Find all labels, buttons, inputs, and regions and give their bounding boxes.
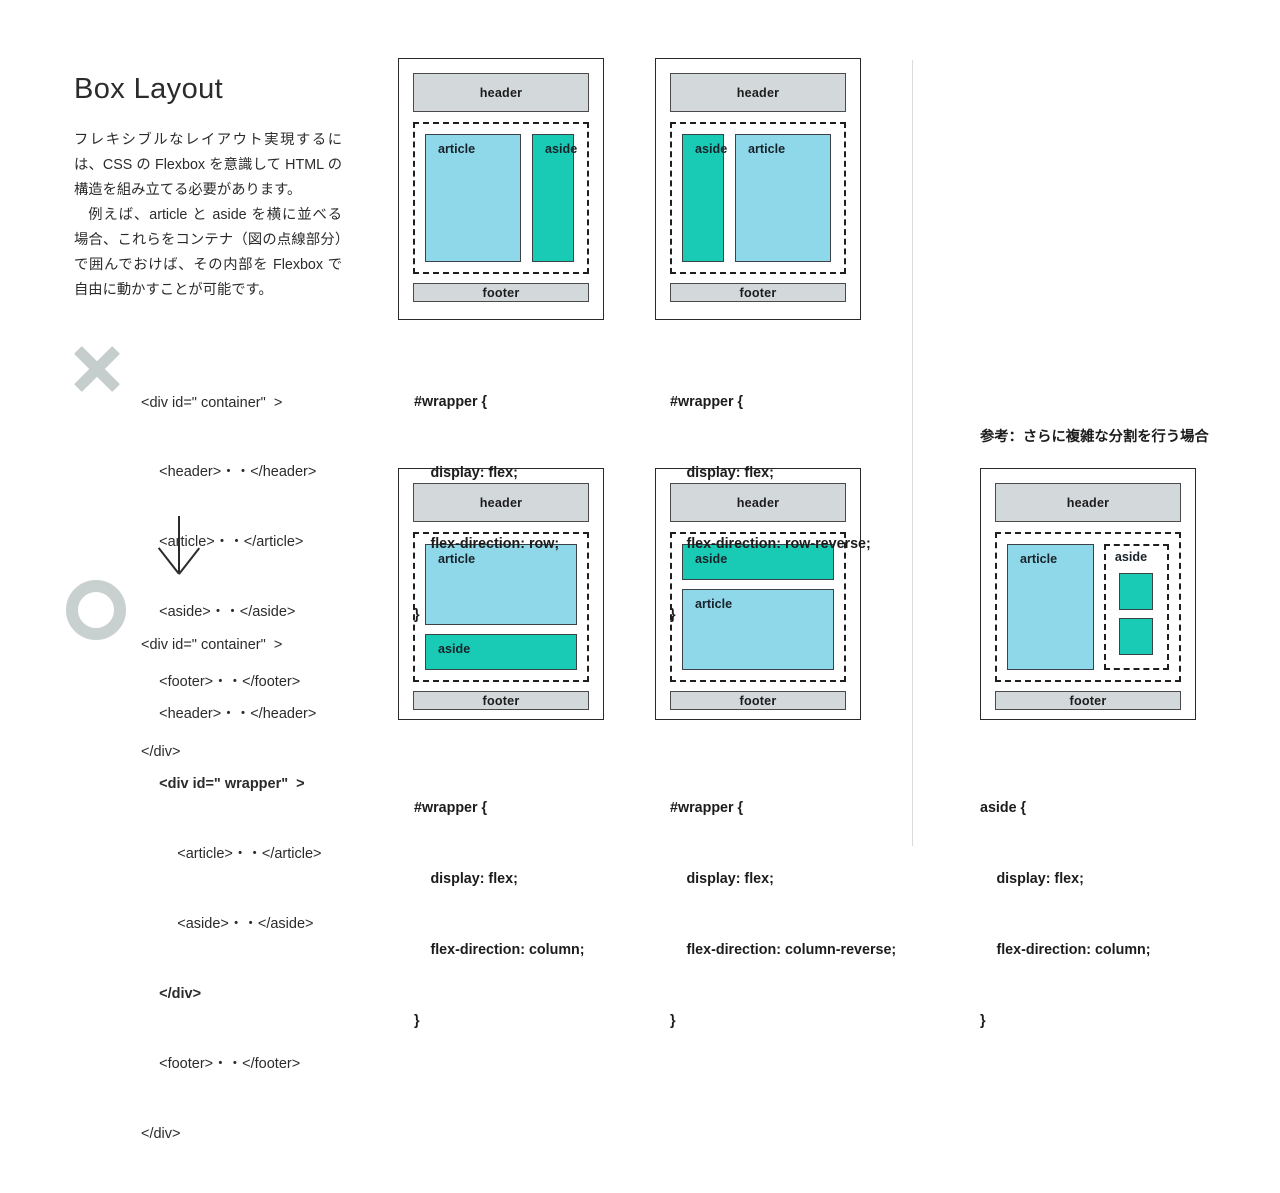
css-close-brace: }	[414, 1012, 420, 1029]
page-root: Box Layout フレキシブルなレイアウト実現するには、CSS の Flex…	[66, 58, 1209, 1142]
code-line: <article>・・</article>	[159, 534, 304, 551]
css-declaration: flex-direction: column;	[430, 941, 585, 958]
cross-mark-icon	[66, 338, 128, 400]
css-declaration: flex-direction: column-reverse;	[686, 941, 897, 958]
code-line: </div>	[159, 986, 202, 1003]
header-bar: header	[995, 483, 1181, 522]
wrapper-container: aside article	[670, 122, 846, 274]
code-line: <aside>・・</aside>	[177, 916, 314, 933]
wrapper-container: article aside	[413, 532, 589, 682]
css-block-row: #wrapper { display: flex; flex-direction…	[414, 344, 559, 674]
wrapper-container: article aside	[995, 532, 1181, 682]
code-line: <aside>・・</aside>	[159, 604, 296, 621]
intro-text: フレキシブルなレイアウト実現するには、CSS の Flexbox を意識して H…	[74, 128, 342, 303]
css-close-brace: }	[670, 1012, 676, 1029]
css-selector: #wrapper {	[670, 394, 744, 411]
header-bar: header	[670, 73, 846, 112]
css-block-column-reverse: #wrapper { display: flex; flex-direction…	[670, 750, 896, 1080]
aside-label: aside	[1114, 550, 1148, 564]
css-close-brace: }	[414, 606, 420, 623]
down-arrow-icon	[152, 516, 206, 576]
code-line: <div id=" container" >	[141, 394, 283, 411]
article-box: article	[735, 134, 831, 262]
footer-bar: footer	[670, 691, 846, 710]
css-selector: #wrapper {	[414, 394, 488, 411]
footer-bar: footer	[995, 691, 1181, 710]
aside-child-cell	[1119, 573, 1154, 610]
article-box: article	[425, 544, 577, 625]
article-box: article	[682, 589, 834, 670]
code-line: <header>・・</header>	[159, 706, 317, 723]
css-selector: aside {	[980, 800, 1027, 817]
code-line: </div>	[141, 744, 181, 761]
css-close-brace: }	[670, 606, 676, 623]
page-title: Box Layout	[74, 73, 224, 106]
css-declaration: flex-direction: row;	[430, 535, 560, 552]
css-block-row-reverse: #wrapper { display: flex; flex-direction…	[670, 344, 871, 674]
bad-example-code: <div id=" container" > <header>・・</heade…	[141, 345, 316, 811]
code-line: <footer>・・</footer>	[159, 674, 301, 691]
aside-child-cell	[1119, 618, 1154, 655]
diagram-flex-row-reverse: header aside article footer	[655, 58, 861, 320]
wrapper-container: aside article	[670, 532, 846, 682]
code-line: <div id=" container" >	[141, 636, 283, 653]
css-close-brace: }	[980, 1012, 986, 1029]
footer-bar: footer	[413, 691, 589, 710]
footer-bar: footer	[413, 283, 589, 302]
circle-mark-icon	[66, 580, 126, 640]
css-selector: #wrapper {	[414, 800, 488, 817]
header-bar: header	[670, 483, 846, 522]
css-block-aside: aside { display: flex; flex-direction: c…	[980, 750, 1151, 1080]
css-declaration: display: flex;	[996, 870, 1084, 887]
section-divider	[912, 60, 914, 846]
css-declaration: display: flex;	[686, 464, 774, 481]
css-declaration: display: flex;	[430, 464, 518, 481]
intro-paragraph-1: フレキシブルなレイアウト実現するには、CSS の Flexbox を意識して H…	[74, 132, 342, 198]
aside-nested-container: aside	[1103, 544, 1169, 670]
header-bar: header	[413, 73, 589, 112]
article-box: article	[425, 134, 521, 262]
diagram-flex-column: header article aside footer	[398, 468, 604, 720]
diagram-flex-row: header article aside footer	[398, 58, 604, 320]
diagram-nested-aside: header article aside footer	[980, 468, 1196, 720]
wrapper-container: article aside	[413, 122, 589, 274]
css-declaration: flex-direction: column;	[996, 941, 1151, 958]
aside-box: aside	[682, 134, 727, 262]
css-block-column: #wrapper { display: flex; flex-direction…	[414, 750, 585, 1080]
css-declaration: display: flex;	[686, 870, 774, 887]
article-box: article	[1007, 544, 1094, 670]
css-declaration: flex-direction: row-reverse;	[686, 535, 871, 552]
code-line: <div id=" wrapper" >	[159, 776, 305, 793]
css-selector: #wrapper {	[670, 800, 744, 817]
footer-bar: footer	[670, 283, 846, 302]
aside-box: aside	[682, 544, 834, 580]
reference-note: 参考：さらに複雑な分割を行う場合	[980, 429, 1209, 445]
code-line: <article>・・</article>	[177, 846, 322, 863]
aside-box: aside	[532, 134, 577, 262]
good-example-code: <div id=" container" > <header>・・</heade…	[141, 587, 322, 1193]
aside-box: aside	[425, 634, 577, 670]
code-line: </div>	[141, 1125, 181, 1142]
code-line: <footer>・・</footer>	[159, 1055, 301, 1072]
css-declaration: display: flex;	[430, 870, 518, 887]
intro-paragraph-2: 例えば、article と aside を横に並べる場合、これらをコンテナ（図の…	[74, 207, 342, 298]
header-bar: header	[413, 483, 589, 522]
code-line: <header>・・</header>	[159, 464, 317, 481]
diagram-flex-column-reverse: header aside article footer	[655, 468, 861, 720]
